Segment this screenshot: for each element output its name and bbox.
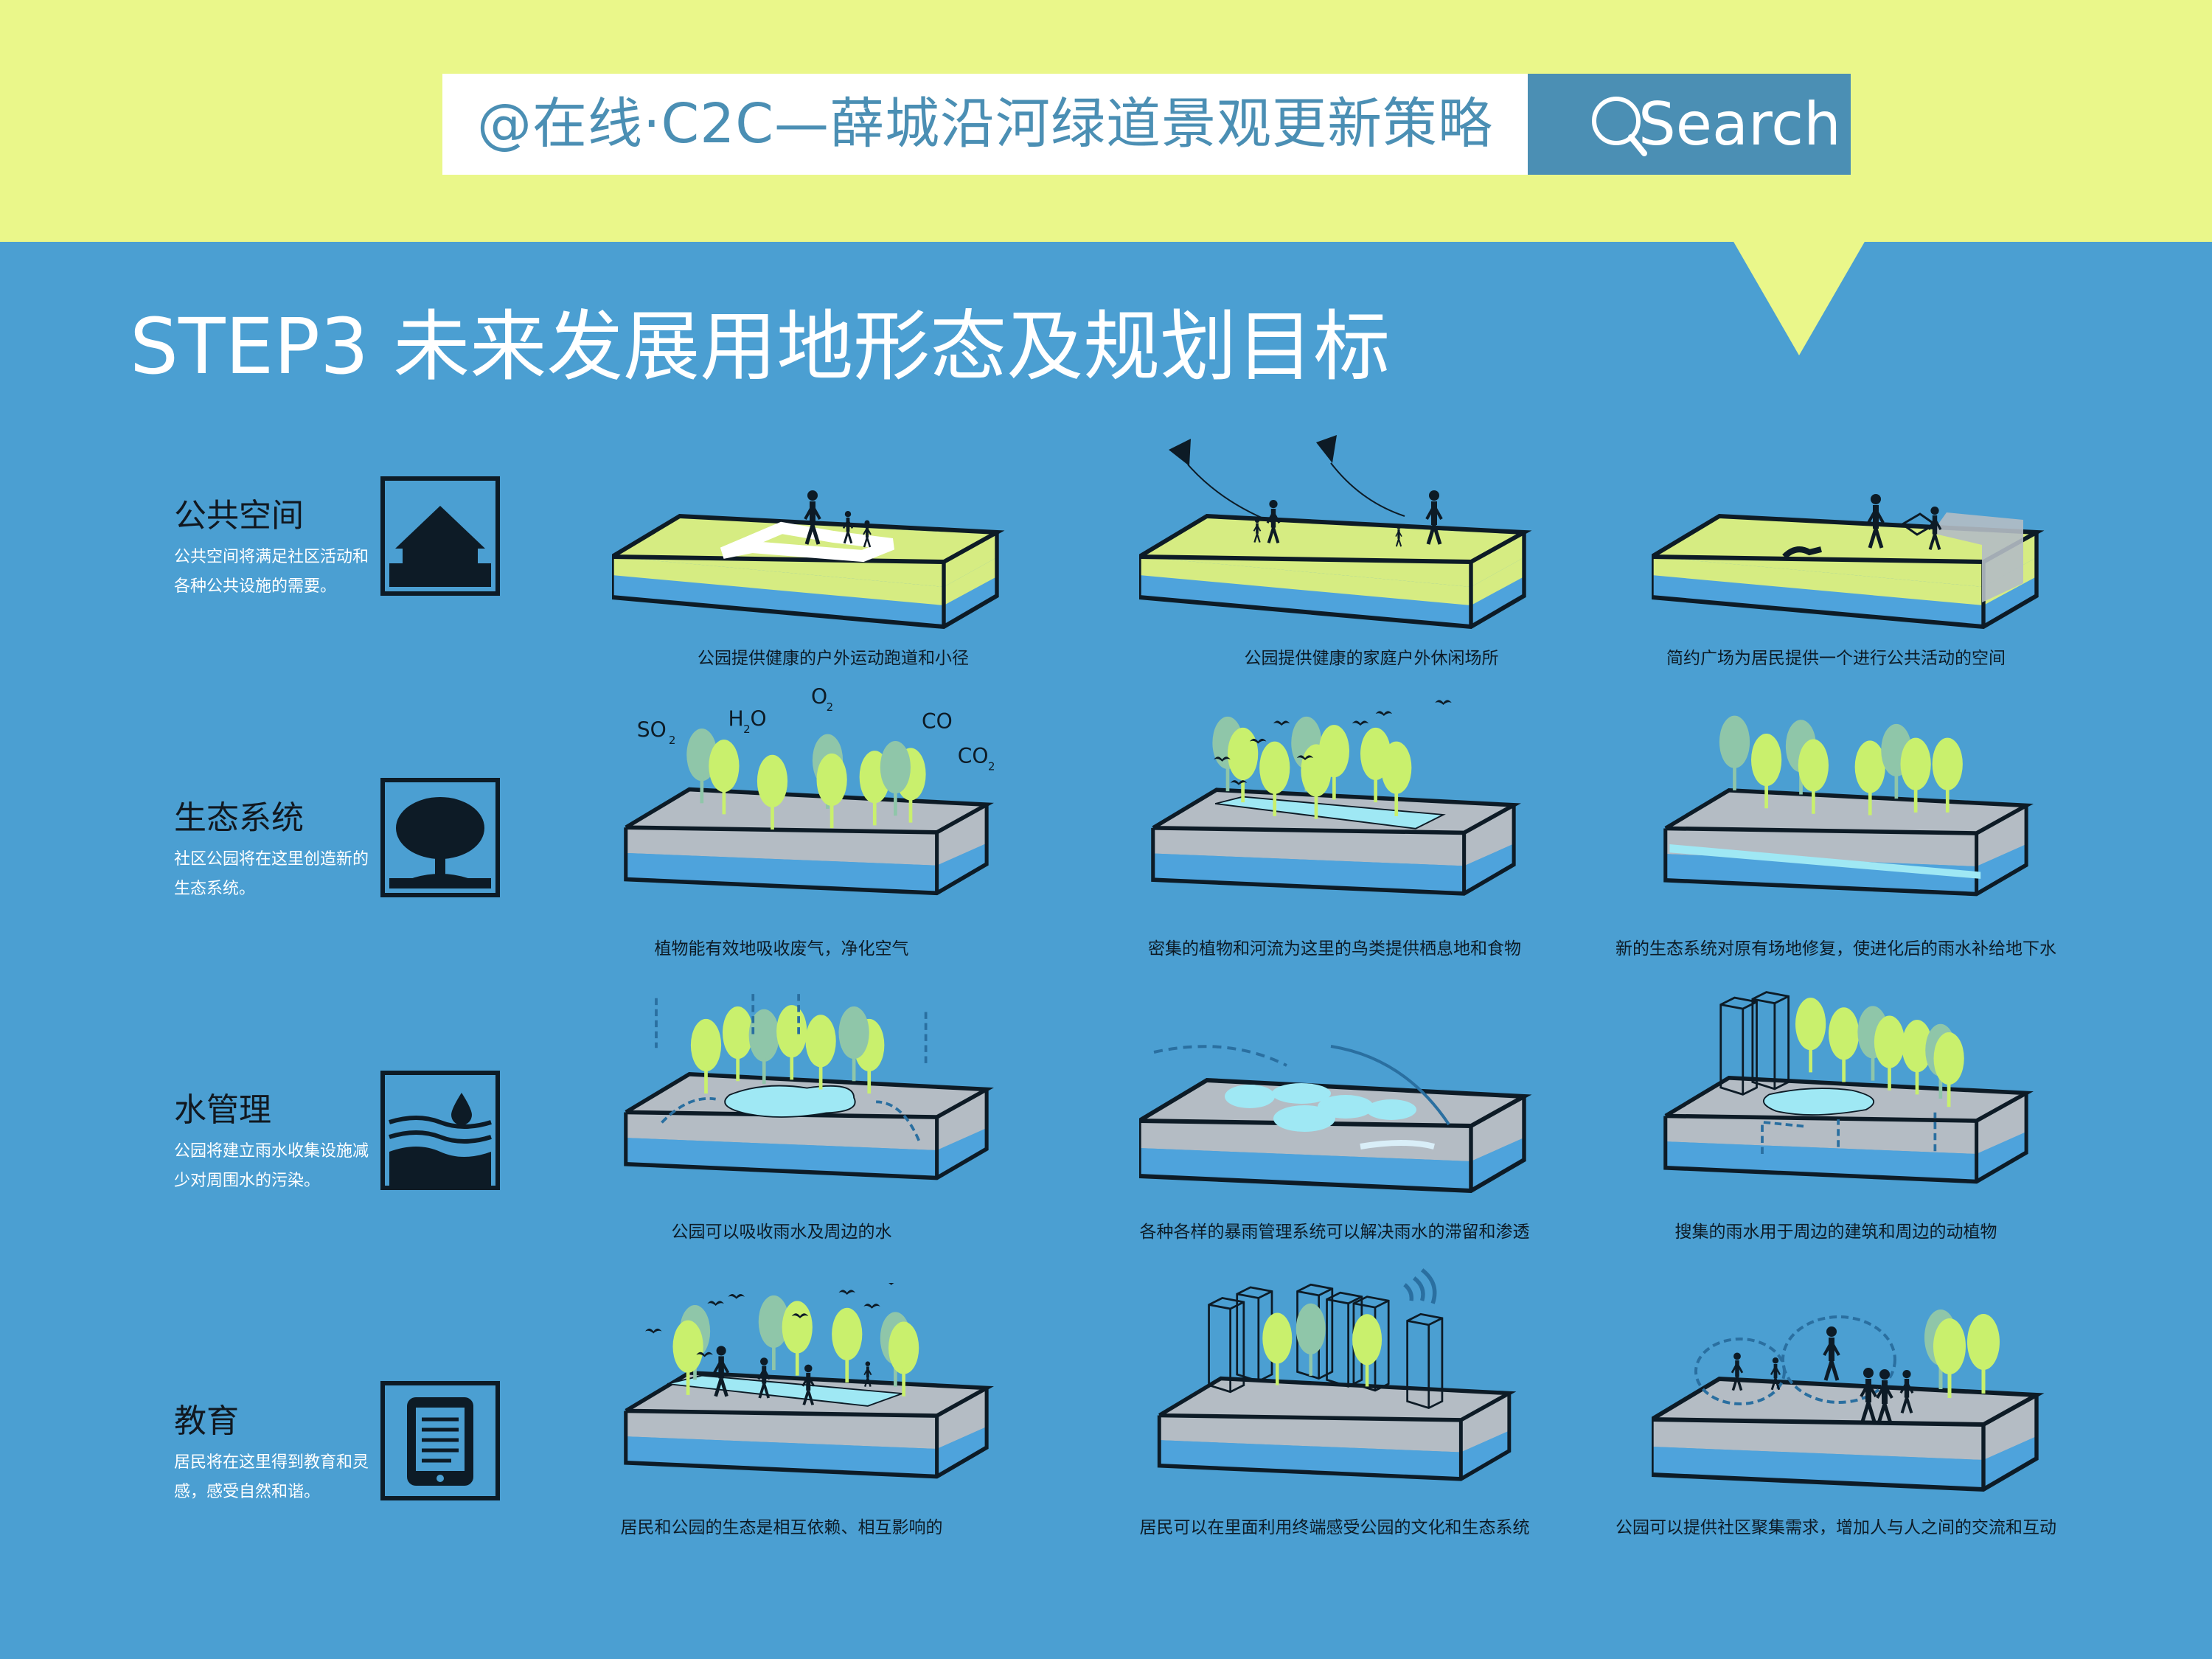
diagram-rainwater-reuse bbox=[1652, 991, 2094, 1209]
category-desc: 居民将在这里得到教育和灵感，感受自然和谐。 bbox=[174, 1453, 369, 1501]
header-pointer bbox=[1733, 240, 1865, 355]
gas-co-label: CO bbox=[922, 709, 953, 734]
diagram-family-leisure bbox=[1139, 435, 1582, 656]
category-desc: 社区公园将在这里创造新的生态系统。 bbox=[174, 850, 369, 898]
gas-h2o-o: O bbox=[751, 706, 767, 731]
gas-so2-sub: 2 bbox=[669, 734, 676, 747]
caption-r3c3: 搜集的雨水用于周边的建筑和周边的动植物 bbox=[1674, 1222, 1997, 1242]
category-public-space: 公共空间 公共空间将满足社区活动和各种公共设施的需要。 bbox=[174, 495, 395, 602]
water-drop-waves-icon bbox=[380, 1071, 500, 1190]
caption-r2c1: 植物能有效地吸收废气，净化空气 bbox=[654, 939, 909, 959]
gas-h2o-h: H bbox=[728, 706, 744, 731]
diagram-bird-habitat bbox=[1139, 700, 1582, 914]
gas-co2-sub: 2 bbox=[988, 759, 995, 773]
caption-r4c1: 居民和公园的生态是相互依赖、相互影响的 bbox=[620, 1518, 943, 1537]
gas-o2-sub: 2 bbox=[827, 700, 834, 714]
category-water-management: 水管理 公园将建立雨水收集设施减少对周围水的污染。 bbox=[174, 1090, 395, 1196]
gas-co2-label: CO bbox=[958, 744, 989, 768]
caption-r3c2: 各种各样的暴雨管理系统可以解决雨水的滞留和渗透 bbox=[1139, 1222, 1530, 1242]
diagram-plaza bbox=[1652, 453, 2094, 675]
category-ecosystem: 生态系统 社区公园将在这里创造新的生态系统。 bbox=[174, 798, 395, 904]
header-title: @在线·C2C—薛城沿河绿道景观更新策略 bbox=[442, 74, 1528, 175]
category-desc: 公共空间将满足社区活动和各种公共设施的需要。 bbox=[174, 548, 369, 596]
search-icon bbox=[1592, 97, 1647, 156]
gas-so2-label: SO bbox=[637, 717, 667, 742]
diagram-rain-absorption bbox=[612, 994, 1054, 1206]
search-button[interactable]: Search bbox=[1528, 74, 1851, 175]
category-title: 生态系统 bbox=[174, 799, 304, 837]
caption-r1c1: 公园提供健康的户外运动跑道和小径 bbox=[698, 649, 969, 668]
category-desc: 公园将建立雨水收集设施减少对周围水的污染。 bbox=[174, 1142, 369, 1190]
diagram-digital-terminals bbox=[1139, 1268, 1582, 1486]
tablet-icon bbox=[380, 1381, 500, 1500]
diagram-air-purification: SO 2 H 2 O O 2 CO CO 2 bbox=[612, 686, 995, 907]
category-title: 水管理 bbox=[174, 1091, 271, 1129]
category-title: 教育 bbox=[174, 1402, 239, 1440]
house-icon bbox=[380, 476, 500, 596]
gas-h2o-sub: 2 bbox=[743, 723, 751, 736]
caption-r2c2: 密集的植物和河流为这里的鸟类提供栖息地和食物 bbox=[1148, 939, 1521, 959]
category-education: 教育 居民将在这里得到教育和灵感，感受自然和谐。 bbox=[174, 1401, 395, 1507]
step-title: STEP3 未来发展用地形态及规划目标 bbox=[130, 302, 1391, 392]
caption-r4c2: 居民可以在里面利用终端感受公园的文化和生态系统 bbox=[1139, 1518, 1530, 1537]
caption-r4c3: 公园可以提供社区聚集需求，增加人与人之间的交流和互动 bbox=[1615, 1518, 2056, 1537]
diagram-community-gathering bbox=[1652, 1298, 2094, 1519]
caption-r3c1: 公园可以吸收雨水及周边的水 bbox=[671, 1222, 892, 1242]
diagram-stormwater-systems bbox=[1139, 1045, 1582, 1250]
diagram-running-track bbox=[612, 457, 1054, 678]
diagram-groundwater-recharge bbox=[1652, 700, 2094, 922]
category-title: 公共空间 bbox=[174, 497, 304, 535]
gas-o2-label: O bbox=[811, 686, 827, 709]
diagram-resident-ecology bbox=[612, 1283, 1054, 1504]
search-label: Search bbox=[1638, 90, 1841, 159]
tree-icon bbox=[380, 778, 500, 897]
caption-r1c3: 简约广场为居民提供一个进行公共活动的空间 bbox=[1666, 649, 2006, 668]
caption-r1c2: 公园提供健康的家庭户外休闲场所 bbox=[1244, 649, 1499, 668]
caption-r2c3: 新的生态系统对原有场地修复，使进化后的雨水补给地下水 bbox=[1615, 939, 2056, 959]
